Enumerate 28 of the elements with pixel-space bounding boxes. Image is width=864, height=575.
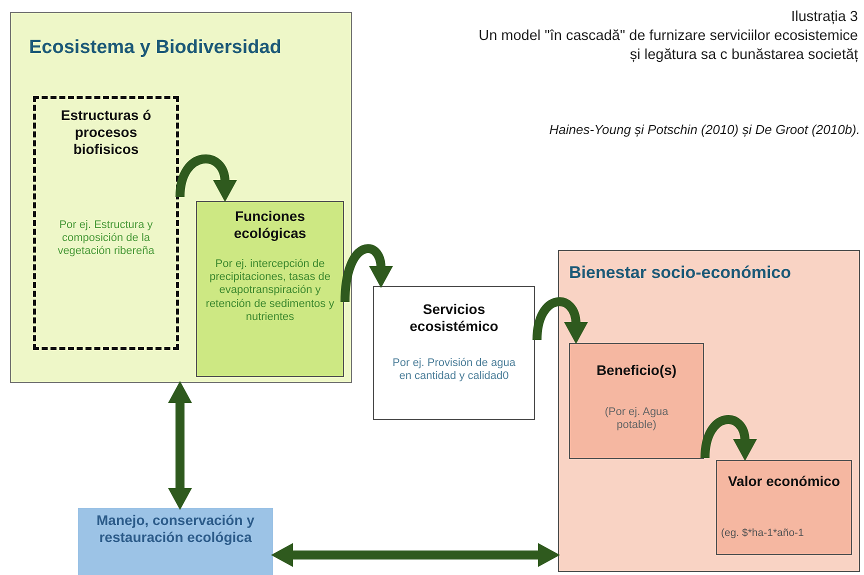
box-heading: Funciones ecológicas: [232, 208, 308, 242]
figure-caption: Un model "în cascadă" de furnizare serviciilor ecosistemice și legătura sa c bunăstarea societăț: [478, 27, 858, 65]
ecosystem-panel: [10, 12, 352, 383]
box-heading: Estructuras ó procesos biofisicos: [60, 107, 152, 158]
arrow: [168, 381, 192, 510]
wellbeing-panel: [558, 250, 860, 572]
arrow: [271, 543, 560, 567]
arrow: [176, 154, 237, 202]
arrow: [700, 415, 757, 461]
benefit-box: [569, 343, 704, 459]
box-heading: Beneficio(s): [595, 362, 678, 379]
box-description: (Por ej. Agua potable): [604, 406, 670, 432]
box-heading: Manejo, conservación y restauración ecológica: [96, 512, 256, 546]
box-heading: Bienestar socio-económico: [568, 263, 792, 284]
box-description: Por ej. Provisión de agua en cantidad y calidad0: [392, 357, 516, 384]
box-description: (eg. $*ha-1*año-1: [720, 527, 805, 540]
box-description: Por ej. intercepción de precipitaciones, tasas de evapotranspiración y retención de sedimentos y nutrientes: [204, 258, 336, 324]
value-box: [716, 460, 852, 555]
box-description: Por ej. Estructura y composición de la vegetación ribereña: [56, 219, 156, 259]
management-box: [78, 508, 273, 575]
service-box: [373, 286, 535, 420]
box-heading: Ecosistema y Biodiversidad: [28, 37, 282, 60]
box-heading: Valor económico: [726, 473, 842, 490]
figure-title: Ilustrația 3: [790, 8, 858, 27]
citation: Haines-Young și Potschin (2010) și De Groot (2010b).: [549, 122, 860, 137]
function-box: [196, 201, 344, 377]
dashed-process-box: [33, 96, 179, 350]
box-heading: Servicios ecosistémico: [408, 301, 500, 335]
